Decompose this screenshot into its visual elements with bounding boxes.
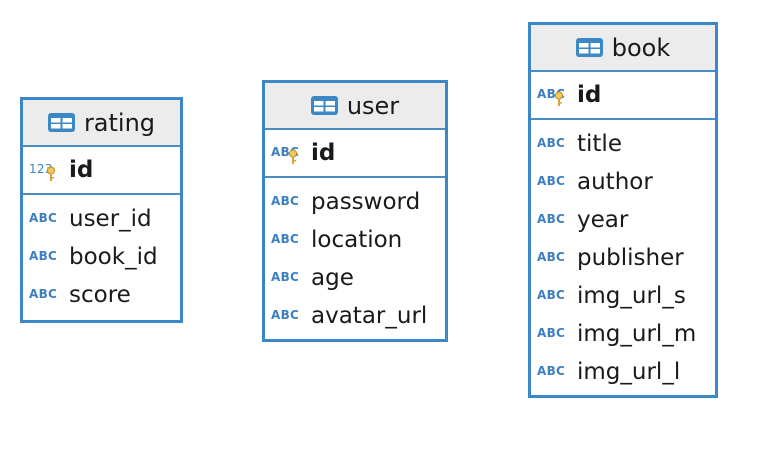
column-row[interactable]: ABC img_url_m [531, 315, 715, 353]
type-indicator: ABC [271, 227, 305, 253]
type-indicator: ABC [537, 245, 571, 271]
column-name: img_url_l [577, 359, 681, 385]
column-row[interactable]: ABC score [23, 276, 180, 314]
column-name: password [311, 189, 421, 215]
table-name: user [346, 91, 400, 120]
type-label: ABC [537, 174, 566, 188]
column-list: ABC password ABC location ABC age ABC av… [265, 178, 445, 335]
type-label: ABC [537, 136, 566, 150]
column-name: author [577, 169, 653, 195]
type-indicator: ABC [537, 131, 571, 157]
type-indicator: ABC [537, 359, 571, 385]
column-row[interactable]: ABC avatar_url [265, 297, 445, 335]
table-book[interactable]: book ABC id ABC title ABC author ABC yea… [528, 22, 718, 398]
column-row[interactable]: ABC year [531, 201, 715, 239]
type-indicator: ABC [271, 140, 305, 166]
column-name: year [577, 207, 629, 233]
type-indicator: ABC [271, 189, 305, 215]
type-label: 123 [29, 162, 53, 176]
type-indicator: ABC [271, 303, 305, 329]
type-label: ABC [271, 232, 300, 246]
column-name: publisher [577, 245, 684, 271]
column-name: img_url_m [577, 321, 697, 347]
table-rating[interactable]: rating 123 id ABC user_id ABC book_id AB… [20, 97, 183, 323]
type-label: ABC [271, 308, 300, 322]
key-icon [288, 149, 298, 164]
column-name: id [311, 140, 336, 166]
type-label: ABC [537, 250, 566, 264]
table-header: user [265, 83, 445, 130]
type-label: ABC [29, 211, 58, 225]
column-name: age [311, 265, 354, 291]
key-icon [554, 91, 564, 106]
column-row[interactable]: ABC publisher [531, 239, 715, 277]
column-name: id [69, 157, 94, 183]
type-label: ABC [271, 270, 300, 284]
type-indicator: ABC [537, 169, 571, 195]
type-indicator: ABC [537, 207, 571, 233]
type-label: ABC [537, 288, 566, 302]
table-header: book [531, 25, 715, 72]
column-row[interactable]: ABC age [265, 259, 445, 297]
column-name: id [577, 82, 602, 108]
table-name: book [611, 33, 671, 62]
type-label: ABC [537, 326, 566, 340]
key-icon [46, 166, 56, 181]
primary-key-row[interactable]: 123 id [23, 147, 180, 195]
column-name: user_id [69, 206, 152, 232]
column-name: score [69, 282, 131, 308]
table-icon [310, 96, 338, 115]
type-indicator: ABC [29, 206, 63, 232]
column-list: ABC user_id ABC book_id ABC score [23, 195, 180, 314]
column-row[interactable]: ABC img_url_l [531, 353, 715, 391]
column-name: avatar_url [311, 303, 428, 329]
column-name: title [577, 131, 622, 157]
type-indicator: 123 [29, 157, 63, 183]
type-label: ABC [537, 364, 566, 378]
column-name: location [311, 227, 403, 253]
type-label: ABC [537, 212, 566, 226]
column-row[interactable]: ABC book_id [23, 238, 180, 276]
table-icon [47, 113, 75, 132]
column-row[interactable]: ABC password [265, 183, 445, 221]
primary-key-row[interactable]: ABC id [265, 130, 445, 178]
type-indicator: ABC [537, 283, 571, 309]
table-name: rating [83, 108, 156, 137]
column-row[interactable]: ABC user_id [23, 200, 180, 238]
type-label: ABC [29, 249, 58, 263]
column-row[interactable]: ABC location [265, 221, 445, 259]
primary-key-row[interactable]: ABC id [531, 72, 715, 120]
table-icon [575, 38, 603, 57]
column-name: book_id [69, 244, 158, 270]
table-header: rating [23, 100, 180, 147]
type-indicator: ABC [537, 82, 571, 108]
type-indicator: ABC [29, 282, 63, 308]
column-list: ABC title ABC author ABC year ABC publis… [531, 120, 715, 391]
type-indicator: ABC [29, 244, 63, 270]
type-indicator: ABC [271, 265, 305, 291]
table-user[interactable]: user ABC id ABC password ABC location AB… [262, 80, 448, 342]
column-row[interactable]: ABC img_url_s [531, 277, 715, 315]
column-row[interactable]: ABC author [531, 163, 715, 201]
column-row[interactable]: ABC title [531, 125, 715, 163]
type-indicator: ABC [537, 321, 571, 347]
column-name: img_url_s [577, 283, 686, 309]
type-label: ABC [271, 194, 300, 208]
type-label: ABC [29, 287, 58, 301]
